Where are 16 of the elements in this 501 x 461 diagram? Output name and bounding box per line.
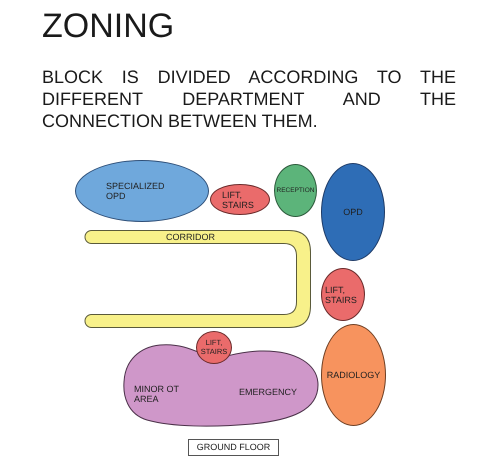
zone-label: OPD xyxy=(343,207,363,217)
zone-label: SPECIALIZED OPD xyxy=(106,181,166,201)
title: ZONING xyxy=(42,6,174,46)
zone-label: EMERGENCY xyxy=(239,387,298,397)
zone-label: LIFT, STAIRS xyxy=(325,284,358,304)
description: BLOCK IS DIVIDED ACCORDING TO THE DIFFERENT DEPARTMENT AND THE CONNECTION BETWEEN THEM. xyxy=(42,66,456,132)
corridor-band xyxy=(84,230,311,328)
floor-label: GROUND FLOOR xyxy=(188,439,279,456)
zone-label: MINOR OT AREA xyxy=(134,384,180,404)
zone-ellipse xyxy=(321,268,365,321)
zone-label: CORRIDOR xyxy=(165,232,216,242)
zone-ellipse xyxy=(210,184,270,215)
zone-ellipse xyxy=(196,331,232,364)
zone-label: RADIOLOGY xyxy=(326,370,380,380)
zone-label: LIFT, STAIRS xyxy=(222,190,255,210)
zone-ellipse xyxy=(274,164,317,217)
